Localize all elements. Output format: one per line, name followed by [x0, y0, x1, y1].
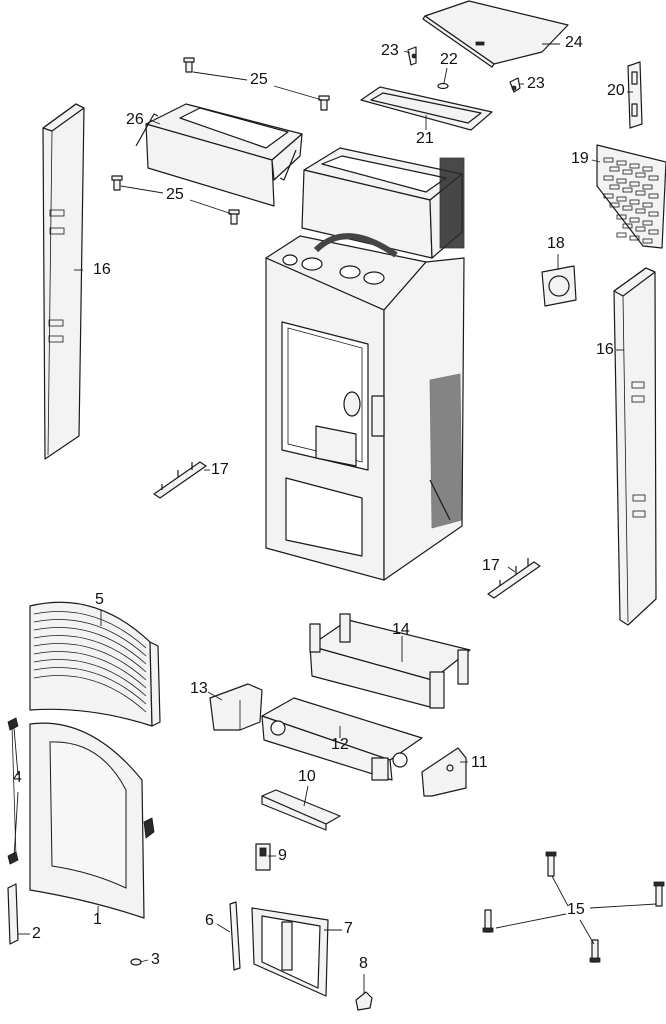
part-16-side-panel-right	[613, 267, 657, 626]
part-16-side-panel-left	[42, 103, 85, 460]
part-4-hinges	[7, 717, 19, 865]
part-24-top-cover	[422, 0, 569, 68]
label-part-24: 24	[565, 34, 583, 51]
label-part-16-right: 16	[596, 341, 614, 358]
label-part-19: 19	[571, 150, 589, 167]
label-part-6: 6	[205, 912, 214, 929]
perforations	[603, 157, 659, 244]
part-21-gasket-frame	[360, 86, 493, 131]
label-part-25-top: 25	[250, 71, 268, 88]
part-23-bracket-left	[407, 46, 417, 66]
label-part-3: 3	[151, 951, 160, 968]
grille-slats	[33, 611, 147, 713]
label-part-4: 4	[13, 769, 22, 786]
stove-main-body	[265, 147, 465, 581]
part-5-front-grille	[29, 601, 161, 727]
part-6-side-strip	[229, 901, 241, 971]
label-part-17-left: 17	[211, 461, 229, 478]
part-9-switch	[255, 843, 271, 871]
part-12-base-frame	[261, 697, 423, 781]
label-part-5: 5	[95, 591, 104, 608]
part-25-bolts-top	[183, 57, 330, 111]
label-part-15: 15	[567, 901, 585, 918]
part-20-hinge-bracket	[627, 61, 643, 129]
label-part-18: 18	[547, 235, 565, 252]
label-part-12: 12	[331, 736, 349, 753]
part-17-clip-left	[153, 461, 207, 499]
label-part-17-right: 17	[482, 557, 500, 574]
label-part-23-left: 23	[381, 42, 399, 59]
part-22-washer	[437, 82, 449, 90]
part-23-bracket-right	[509, 77, 521, 93]
label-part-2: 2	[32, 925, 41, 942]
part-3-knob	[130, 958, 142, 966]
part-25-bolts-lower	[111, 175, 240, 225]
part-14-base-tray	[309, 613, 471, 709]
part-7-ash-frame	[251, 907, 329, 997]
label-part-14: 14	[392, 621, 410, 638]
label-part-26: 26	[126, 111, 144, 128]
part-1-glass-door	[29, 722, 155, 919]
label-part-7: 7	[344, 920, 353, 937]
part-19-perforated-panel	[596, 144, 666, 249]
part-18-square-gasket	[541, 265, 577, 307]
burner-ports	[282, 233, 398, 285]
label-part-1: 1	[93, 911, 102, 928]
part-2-latch-bracket	[7, 883, 19, 945]
part-10-cross-bar	[261, 789, 341, 831]
label-part-13: 13	[190, 680, 208, 697]
label-part-9: 9	[278, 847, 287, 864]
part-17-clip-right	[487, 558, 541, 599]
label-part-23-right: 23	[527, 75, 545, 92]
label-part-16-left: 16	[93, 261, 111, 278]
label-part-22: 22	[440, 51, 458, 68]
part-26-top-frame	[135, 103, 303, 207]
leader-lines	[13, 43, 657, 994]
label-part-8: 8	[359, 955, 368, 972]
part-8-clip	[355, 991, 373, 1011]
label-part-10: 10	[298, 768, 316, 785]
part-13-bracket	[209, 683, 263, 731]
label-part-20: 20	[607, 82, 625, 99]
part-15-feet	[482, 851, 665, 963]
label-part-11: 11	[471, 754, 488, 771]
label-part-25-lower: 25	[166, 186, 184, 203]
part-11-bracket	[421, 747, 467, 797]
label-part-21: 21	[416, 130, 434, 147]
